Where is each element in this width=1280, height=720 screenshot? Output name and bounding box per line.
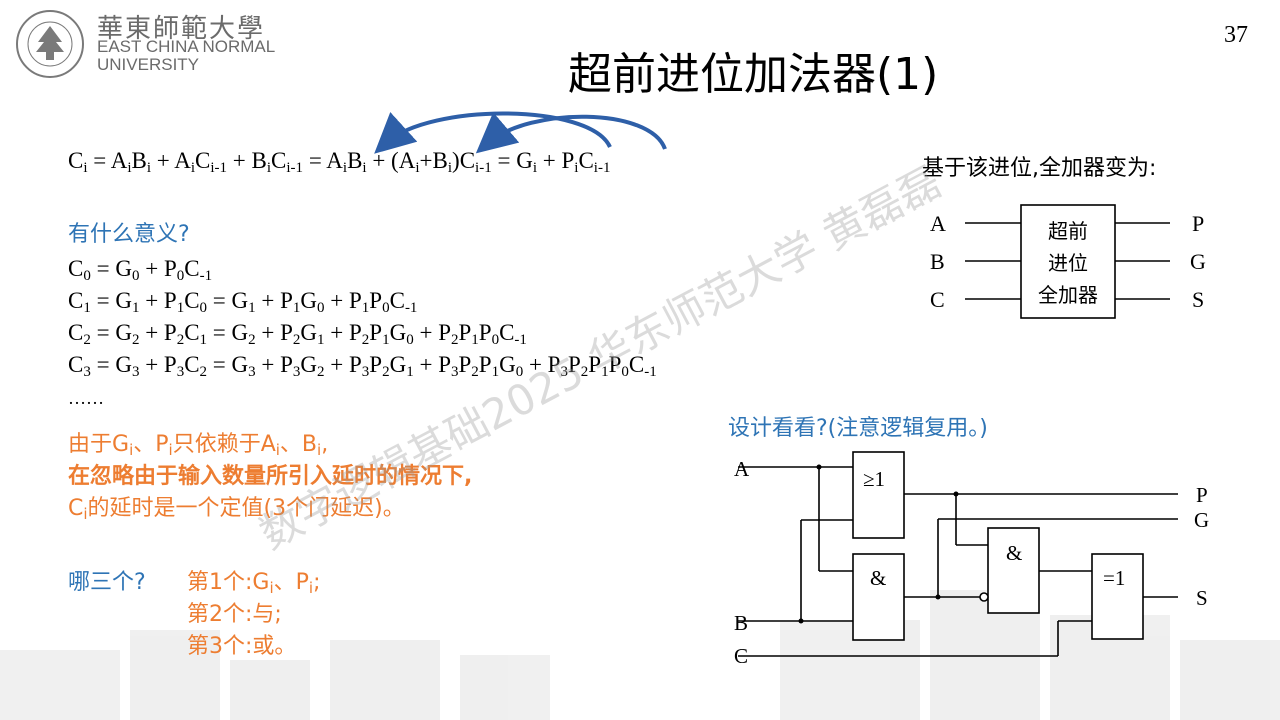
junction-dots (798, 464, 959, 624)
which-three-question: 哪三个? (68, 570, 146, 595)
or-gate-label: ≥1 (863, 467, 885, 491)
block-caption: 基于该进位,全加器变为: (922, 156, 1157, 181)
ellipsis: …… (68, 388, 104, 408)
box-line1: 超前 (1048, 219, 1088, 243)
block-out-s: S (1192, 287, 1204, 312)
university-name-english: EAST CHINA NORMAL UNIVERSITY (97, 37, 276, 74)
xor-gate-label: =1 (1103, 566, 1125, 590)
block-in-b: B (930, 249, 945, 274)
formula-c2: C2 = G2 + P2C1 = G2 + P2G1 + P2P1G0 + P2… (68, 320, 527, 348)
and-gate-2-label: & (1006, 541, 1022, 565)
circuit-caption: 设计看看?(注意逻辑复用。) (728, 416, 988, 441)
formula-c0: C0 = G0 + P0C-1 (68, 256, 213, 284)
block-in-a: A (930, 211, 946, 236)
and-gate-1-label: & (870, 566, 886, 590)
university-name-chinese: 華東師範大學 (97, 14, 266, 44)
carry-formula: Ci = AiBi + AiCi-1 + BiCi-1 = AiBi + (Ai… (68, 148, 611, 176)
and-gate-2 (987, 527, 1040, 614)
block-in-c: C (930, 287, 945, 312)
logic-circuit (738, 451, 1178, 657)
circuit-out-g: G (1194, 508, 1209, 532)
block-diagram (965, 204, 1170, 319)
or-gate (852, 451, 905, 539)
substitution-arrows (374, 111, 667, 154)
circuit-in-b: B (734, 611, 748, 635)
university-seal-logo (16, 10, 84, 78)
question-meaning: 有什么意义? (68, 222, 190, 247)
box-line3: 全加器 (1038, 283, 1098, 307)
which-first: 第1个:Gi、Pi; (187, 570, 321, 597)
inverter-bubble (979, 592, 989, 602)
constant-delay-note: Ci的延时是一个定值(3个门延迟)。 (68, 496, 405, 523)
dependency-note: 由于Gi、Pi只依赖于Ai、Bi, (68, 432, 329, 459)
xor-gate (1091, 553, 1144, 640)
circuit-in-c: C (734, 644, 748, 668)
which-third: 第3个:或。 (187, 634, 297, 659)
box-line2: 进位 (1048, 251, 1088, 275)
circuit-in-a: A (734, 457, 750, 481)
page-number: 37 (1224, 22, 1248, 48)
campus-background (0, 590, 1280, 720)
block-out-p: P (1192, 211, 1204, 236)
which-second: 第2个:与; (187, 602, 282, 627)
circuit-out-p: P (1196, 483, 1208, 507)
circuit-out-s: S (1196, 586, 1208, 610)
formula-c1: C1 = G1 + P1C0 = G1 + P1G0 + P1P0C-1 (68, 288, 418, 316)
ignore-fanin-note: 在忽略由于输入数量所引入延时的情况下, (68, 464, 473, 489)
formula-c3: C3 = G3 + P3C2 = G3 + P3G2 + P3P2G1 + P3… (68, 352, 657, 380)
page-title: 超前进位加法器(1) (568, 49, 939, 100)
block-out-g: G (1190, 249, 1206, 274)
arrow-p (475, 112, 667, 154)
